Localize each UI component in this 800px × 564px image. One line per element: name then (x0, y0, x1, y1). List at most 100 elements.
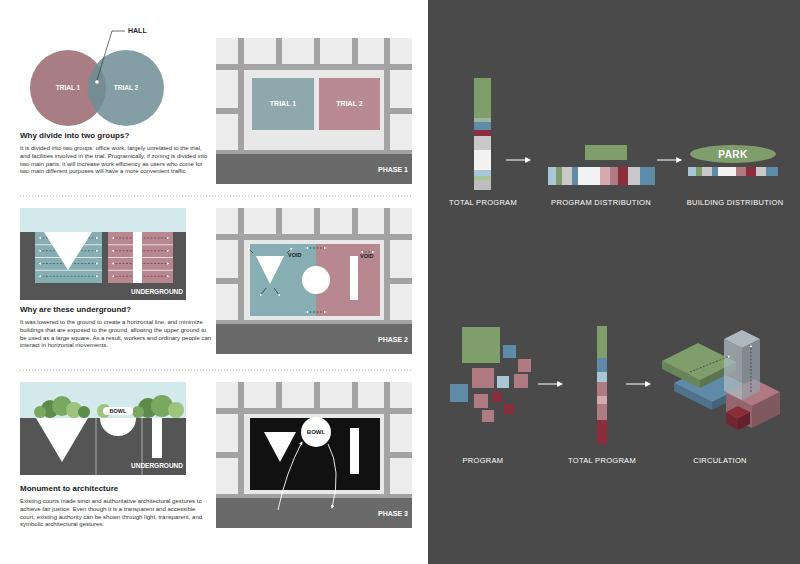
city-block (216, 70, 238, 108)
program-segment (597, 404, 607, 420)
city-block (390, 458, 412, 494)
city-block (244, 208, 276, 234)
street-band (216, 154, 412, 184)
dashed-arrow (306, 248, 326, 249)
void-slot (350, 256, 358, 300)
section-label: UNDERGROUND (110, 462, 183, 469)
program-segment (688, 167, 696, 176)
road (216, 382, 412, 528)
section-heading: Monument to architecture (20, 484, 220, 493)
dotted-separator (20, 196, 412, 197)
city-block (282, 38, 314, 64)
bowl-shape (100, 418, 136, 436)
dashed-arrow (361, 252, 374, 253)
step-caption: TOTAL PROGRAM (433, 198, 533, 207)
flow-arrow (538, 384, 562, 385)
program-segment (696, 167, 702, 176)
underground-plan (250, 418, 380, 490)
program-square (497, 376, 509, 388)
void-label: VOID (360, 253, 380, 259)
program-segment (474, 118, 491, 122)
office-block (35, 232, 102, 283)
city-block (244, 38, 276, 64)
program-segment (578, 167, 600, 185)
void-arrow (260, 288, 266, 296)
node-shape (252, 78, 314, 130)
site-area (244, 240, 384, 320)
section-drawing (20, 382, 186, 475)
program-segment (562, 167, 572, 185)
site-area (244, 70, 384, 150)
city-block (390, 208, 412, 234)
city-block (216, 208, 238, 234)
city-block (216, 458, 238, 494)
flow-arrow (626, 384, 650, 385)
step-caption: CIRCULATION (665, 456, 775, 465)
city-block (390, 414, 412, 452)
program-segment (766, 167, 778, 176)
program-segment (600, 167, 610, 185)
program-square (514, 374, 528, 388)
city-block (244, 382, 276, 408)
node-shape (319, 78, 380, 130)
node-shape (690, 145, 776, 163)
step-caption: PROGRAM (433, 456, 533, 465)
city-block (216, 284, 238, 320)
program-segment (618, 167, 628, 185)
program-segment (474, 180, 491, 190)
city-block (320, 38, 352, 64)
phase-label: PHASE 1 (352, 166, 408, 173)
city-block (390, 38, 412, 64)
site-map (216, 382, 412, 528)
program-square (492, 392, 502, 402)
park-program (585, 145, 627, 160)
city-block (216, 38, 238, 64)
void-slot (350, 428, 359, 474)
volume-face (726, 406, 750, 418)
floor-line (35, 270, 102, 271)
program-segment (597, 420, 607, 444)
city-block (216, 382, 238, 408)
left-panel (0, 0, 428, 564)
program-square (472, 368, 494, 388)
program-segment (736, 167, 746, 176)
node-text: TRIAL 2 (336, 100, 362, 108)
void-arrow (274, 288, 280, 296)
leader-line (97, 31, 125, 80)
program-segment (746, 167, 756, 176)
program-segment (597, 382, 607, 396)
iso-volume (726, 406, 750, 430)
program-segment (548, 167, 556, 185)
program-segment (474, 122, 491, 130)
city-block (390, 70, 412, 108)
program-square (450, 384, 468, 402)
section-heading: Why divide into two groups? (20, 131, 220, 140)
dashed-arrow (39, 276, 98, 277)
bowl-circle: BOWL (301, 417, 331, 447)
dashed-arrow (306, 312, 326, 313)
program-segment (474, 78, 491, 118)
program-segment (474, 176, 491, 180)
program-segment (474, 130, 491, 136)
node-text: BOWL (307, 429, 325, 436)
zone-box: TRIAL 2 (319, 78, 380, 130)
void-circle (302, 266, 330, 294)
dashed-arrow (690, 356, 730, 372)
body-text: Existing courts made strict and authorit… (20, 498, 212, 529)
city-block (216, 114, 238, 150)
city-block (282, 208, 314, 234)
node-text: TRIAL 1 (56, 84, 80, 91)
dotted-separator (20, 370, 412, 371)
node-text: TRIAL 1 (270, 100, 296, 108)
city-block (358, 208, 384, 234)
city-block (390, 382, 412, 408)
void-label: VOID (288, 252, 308, 258)
step-caption: BUILDING DISTRIBUTION (674, 198, 796, 207)
void-triangle (264, 432, 296, 462)
city-block (390, 114, 412, 150)
node-shape (88, 50, 164, 126)
program-segment (474, 136, 491, 150)
section-drawing (20, 208, 186, 300)
phase-label: PHASE 3 (352, 510, 408, 517)
city-block (320, 208, 352, 234)
